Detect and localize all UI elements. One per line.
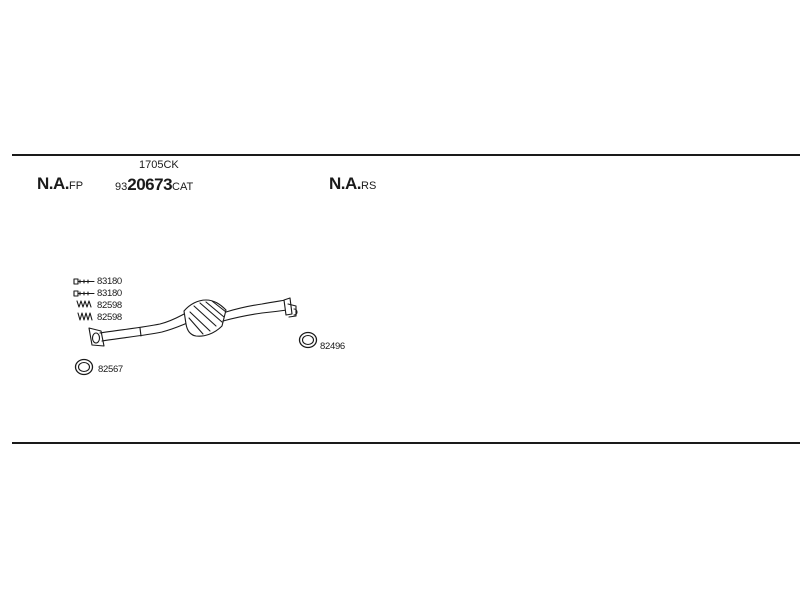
front-label-suffix: FP [69,180,84,192]
top-divider-line [12,154,800,156]
rear-section-label: N.A.RS [329,174,376,194]
spring-2-label: 82598 [97,312,122,323]
spring-icon [77,312,93,321]
catalytic-converter-icon [183,299,227,337]
bolt-icon [73,290,95,297]
spring-1-label: 82598 [97,300,122,311]
rear-label-main: N.A. [329,174,362,193]
bottom-divider-line [12,442,800,444]
rear-label-suffix: RS [361,180,377,192]
bolt-1-label: 83180 [97,276,122,287]
catalyst-part-number: 20673 [127,175,173,194]
front-label-main: N.A. [37,174,70,193]
bolt-icon [73,278,95,285]
catalyst-part-suffix: CAT [172,181,194,193]
catalyst-part-label: 9320673CAT [115,175,193,195]
front-section-label: N.A.FP [37,174,83,194]
ring-gasket-icon [74,358,94,376]
catalyst-part-prefix: 93 [115,181,128,193]
bolt-2-label: 83180 [97,288,122,299]
spring-icon [76,300,92,308]
catalyst-mount-code: 1705CK [139,159,179,171]
ring-front-label: 82567 [98,364,123,375]
front-pipe-icon [88,312,191,347]
ring-gasket-icon [298,331,318,349]
ring-rear-label: 82496 [320,341,345,352]
rear-pipe-icon [222,297,298,322]
